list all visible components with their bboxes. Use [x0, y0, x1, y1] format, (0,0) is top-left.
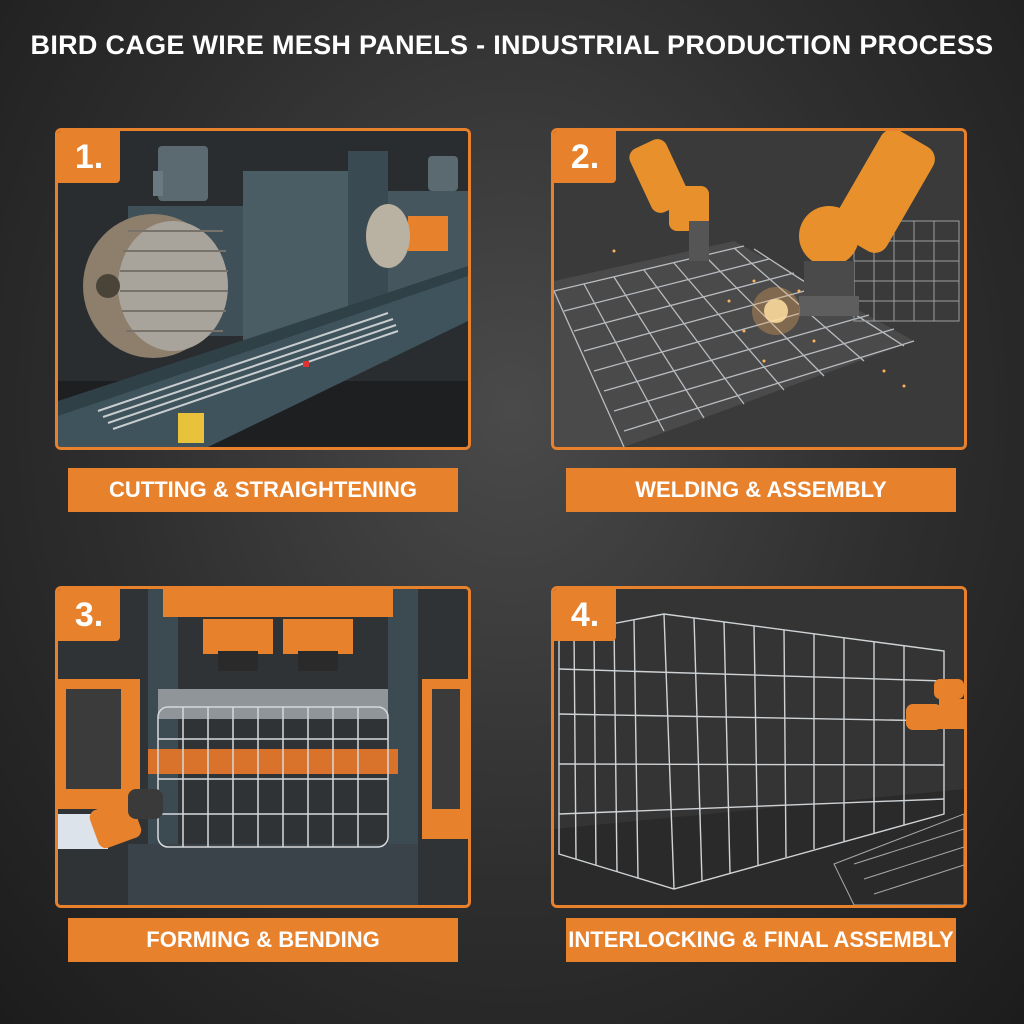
step-4-panel: 4.	[551, 586, 967, 908]
step-1-panel: 1.	[55, 128, 471, 450]
step-1-number: 1.	[58, 131, 120, 183]
step-4-number: 4.	[554, 589, 616, 641]
step-2-illustration	[554, 131, 964, 447]
step-3-number: 3.	[58, 589, 120, 641]
step-2-panel: 2.	[551, 128, 967, 450]
step-2-label: WELDING & ASSEMBLY	[566, 468, 956, 512]
step-3-label: FORMING & BENDING	[68, 918, 458, 962]
step-3-panel: 3.	[55, 586, 471, 908]
step-4-label: INTERLOCKING & FINAL ASSEMBLY	[566, 918, 956, 962]
page-title: BIRD CAGE WIRE MESH PANELS - INDUSTRIAL …	[30, 30, 994, 60]
step-2-number: 2.	[554, 131, 616, 183]
step-3-illustration	[58, 589, 468, 905]
step-4-illustration	[554, 589, 964, 905]
step-1-illustration	[58, 131, 468, 447]
step-1-label: CUTTING & STRAIGHTENING	[68, 468, 458, 512]
